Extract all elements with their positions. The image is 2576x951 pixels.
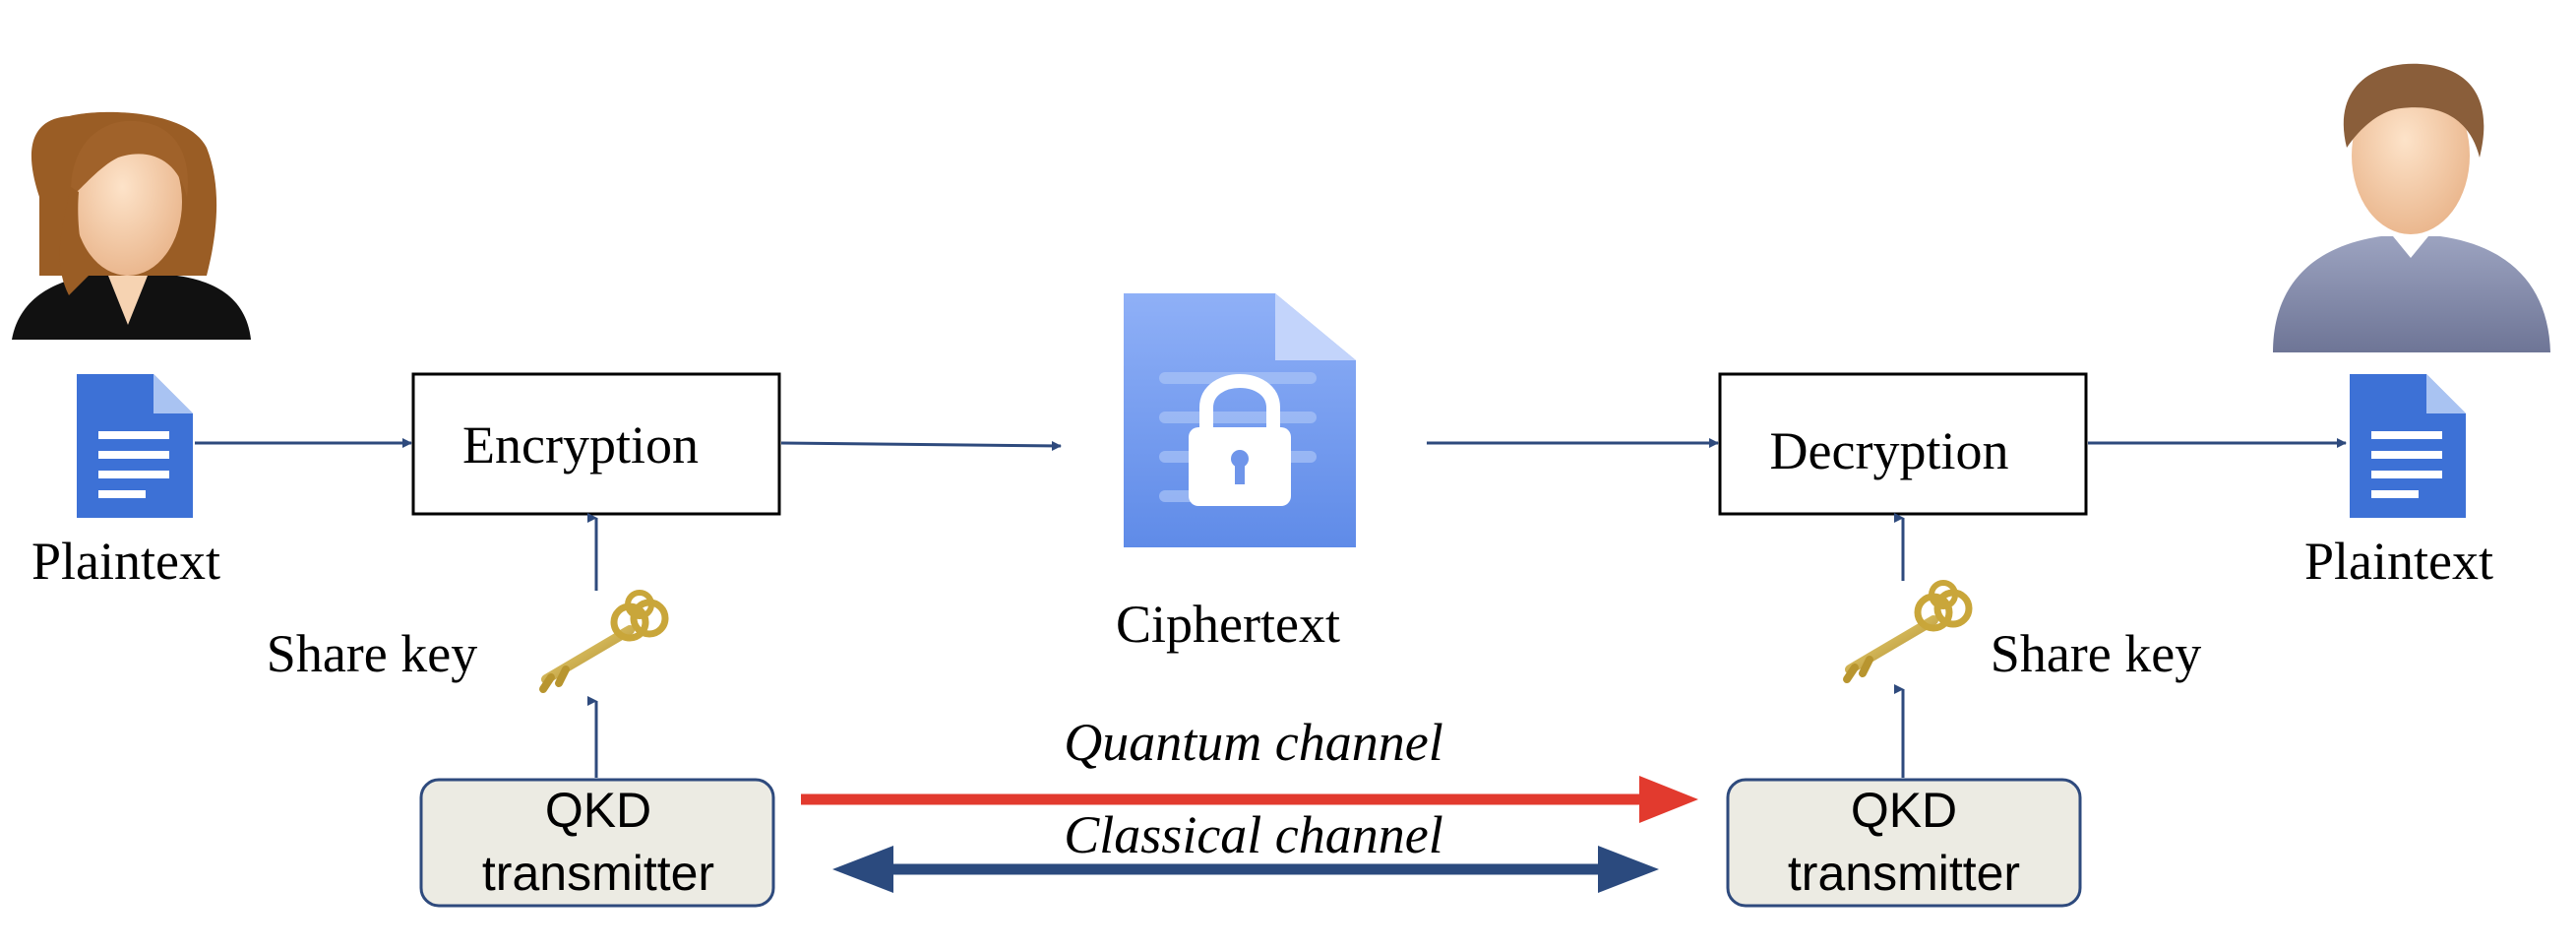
- decryption-label: Decryption: [1770, 421, 2009, 480]
- arrow-encryption-to-ciphertext: [780, 441, 1062, 451]
- share-key-label-right: Share key: [1991, 624, 2201, 683]
- share-key-label-left: Share key: [267, 624, 477, 683]
- qkd-label-right-line2: transmitter: [1788, 846, 2020, 901]
- qkd-label-right-line1: QKD: [1851, 783, 1957, 838]
- key-icon-right: [1843, 580, 1973, 683]
- plaintext-label-left: Plaintext: [31, 532, 220, 591]
- plaintext-document-icon-left: [77, 374, 193, 518]
- female-user-avatar: [12, 111, 251, 340]
- ciphertext-lock-document-icon: [1124, 293, 1356, 547]
- classical-channel-arrow: [832, 846, 1659, 893]
- qkd-label-left-line2: transmitter: [482, 846, 714, 901]
- ciphertext-label: Ciphertext: [1116, 595, 1340, 654]
- encryption-label: Encryption: [462, 415, 699, 475]
- quantum-channel-arrow: [801, 776, 1698, 823]
- encryption-box: [411, 372, 781, 516]
- qkd-label-left-line1: QKD: [545, 783, 651, 838]
- qkd-transmitter-box-right: [1726, 778, 2082, 908]
- qkd-transmitter-box-left: [419, 778, 775, 908]
- plaintext-document-icon-right: [2350, 374, 2466, 518]
- quantum-channel-label: Quantum channel: [1064, 713, 1442, 772]
- key-icon-left: [539, 590, 669, 693]
- classical-channel-label: Classical channel: [1064, 805, 1442, 864]
- plaintext-label-right: Plaintext: [2304, 532, 2493, 591]
- male-user-avatar: [2273, 63, 2550, 352]
